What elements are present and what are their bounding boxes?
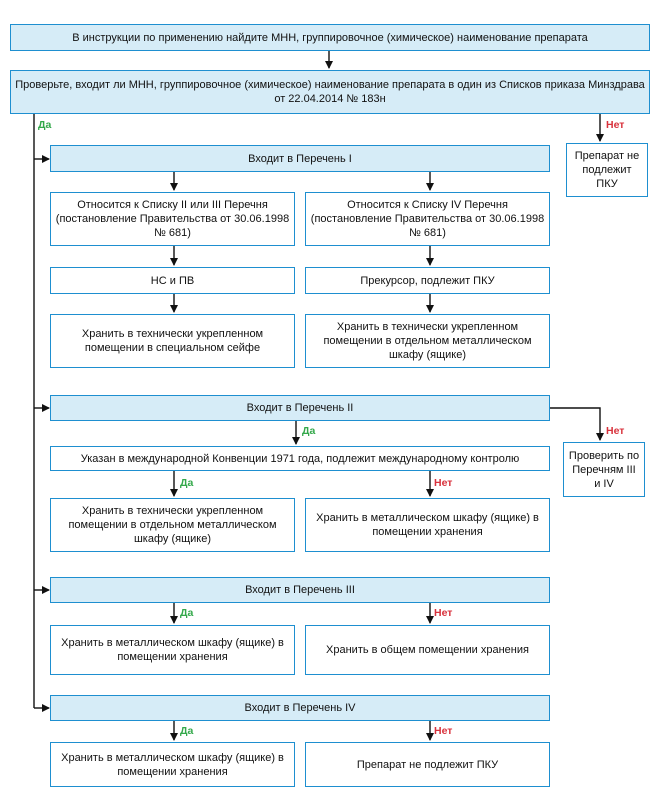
list2-box: Входит в Перечень II: [50, 395, 550, 421]
no-label-list3: Нет: [434, 607, 453, 619]
not-pku-side-box: Препарат не подлежит ПКУ: [566, 143, 648, 197]
list1-left-box: Относится к Списку II или III Перечня (п…: [50, 192, 295, 246]
no-label-list2: Нет: [606, 425, 625, 437]
check-lists-box: Проверить по Перечням III и IV: [563, 442, 645, 497]
list1-box: Входит в Перечень I: [50, 145, 550, 172]
step1-box: В инструкции по применению найдите МНН, …: [10, 24, 650, 51]
list1-right-box: Относится к Списку IV Перечня (постановл…: [305, 192, 550, 246]
precursor-box: Прекурсор, подлежит ПКУ: [305, 267, 550, 294]
store-cabinet-1-box: Хранить в технически укрепленном помещен…: [305, 314, 550, 368]
step2-box: Проверьте, входит ли МНН, группировочное…: [10, 70, 650, 114]
store-general-box: Хранить в общем помещении хранения: [305, 625, 550, 675]
store-cabinet-2-box: Хранить в технически укрепленном помещен…: [50, 498, 295, 552]
yes-label-convention: Да: [180, 477, 194, 489]
yes-label-list3: Да: [180, 607, 194, 619]
convention-box: Указан в международной Конвенции 1971 го…: [50, 446, 550, 471]
yes-label-list2: Да: [302, 425, 316, 437]
list4-box: Входит в Перечень IV: [50, 695, 550, 721]
store-safe-box: Хранить в технически укрепленном помещен…: [50, 314, 295, 368]
list3-box: Входит в Перечень III: [50, 577, 550, 603]
not-pku-bottom-box: Препарат не подлежит ПКУ: [305, 742, 550, 787]
yes-label-list4: Да: [180, 725, 194, 737]
store-metal-2-box: Хранить в металлическом шкафу (ящике) в …: [305, 498, 550, 552]
store-metal-3-box: Хранить в металлическом шкафу (ящике) в …: [50, 625, 295, 675]
yes-label-step2: Да: [38, 119, 52, 131]
no-label-convention: Нет: [434, 477, 453, 489]
no-label-step2: Нет: [606, 119, 625, 131]
store-metal-4-box: Хранить в металлическом шкафу (ящике) в …: [50, 742, 295, 787]
ns-pv-box: НС и ПВ: [50, 267, 295, 294]
no-label-list4: Нет: [434, 725, 453, 737]
